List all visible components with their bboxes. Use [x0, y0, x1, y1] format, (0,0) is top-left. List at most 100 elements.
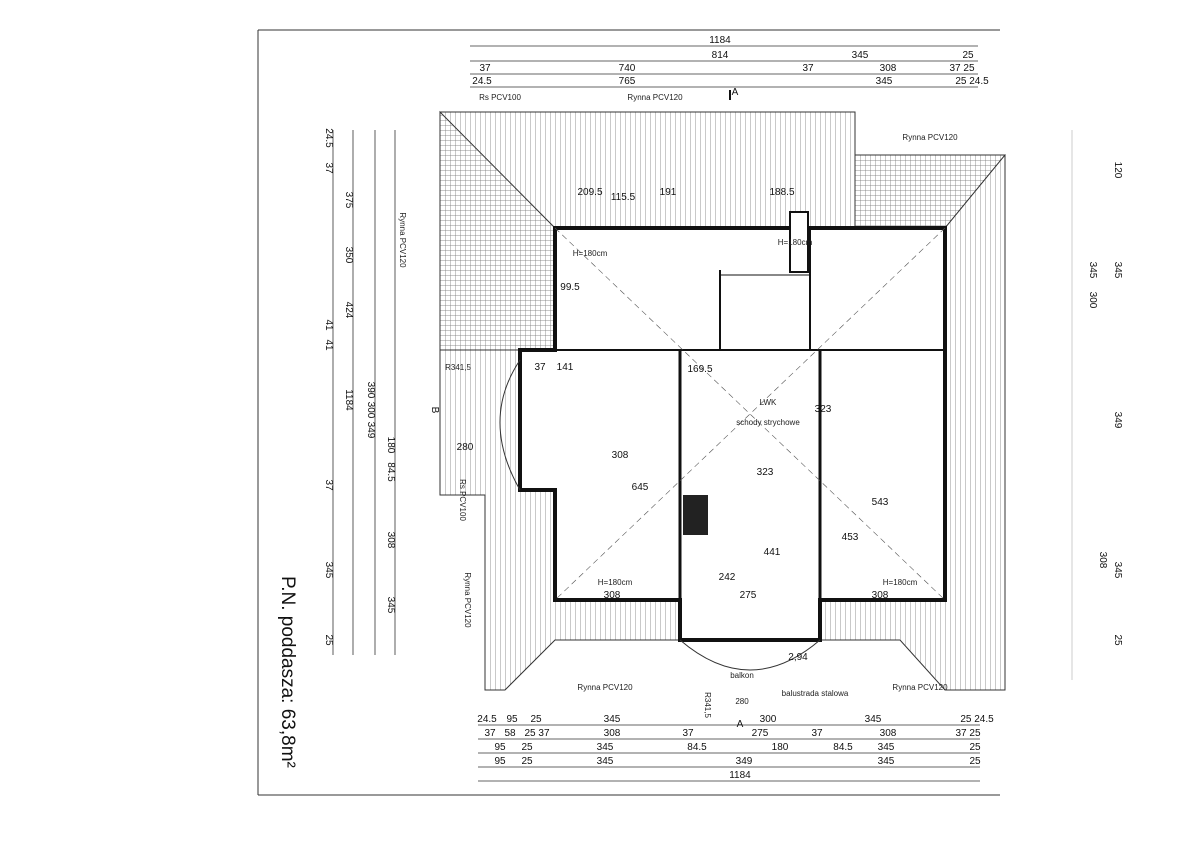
- dimension-label: 37: [479, 63, 491, 74]
- dimension-label: 308: [385, 532, 396, 549]
- dimension-label: 1184: [343, 389, 354, 411]
- room-dimension-label: 275: [740, 590, 757, 601]
- dimension-label: 345: [876, 76, 893, 87]
- dimension-label: 41: [323, 339, 334, 351]
- dimension-label: 349: [1112, 412, 1123, 429]
- dimension-label: 345: [1087, 262, 1098, 279]
- balcony-label: balkon: [730, 671, 754, 680]
- floor-area-title: P.N. poddasza: 63,8m²: [272, 576, 302, 810]
- height-2-label: H=180cm: [778, 238, 813, 247]
- gutter-top-right-label: Rynna PCV120: [902, 133, 958, 142]
- room-dimension-label: 99.5: [560, 282, 580, 293]
- dimension-label: 25: [1112, 634, 1123, 646]
- room-dimension-label: 645: [632, 482, 649, 493]
- dimension-label: 25: [521, 756, 533, 767]
- height-3-label: H=180cm: [598, 578, 633, 587]
- dimension-label: 25: [530, 714, 542, 725]
- dimension-label: 308: [604, 728, 621, 739]
- dimension-label: 84.5: [687, 742, 707, 753]
- height-1-label: H=180cm: [573, 249, 608, 258]
- dimension-label: 25: [969, 742, 981, 753]
- dimension-label: 375: [343, 192, 354, 209]
- gutter-left-label: Rynna PCV120: [398, 212, 407, 268]
- dimension-label: 95: [494, 756, 506, 767]
- gutter-left-top-label: Rs PCV100: [479, 93, 521, 102]
- dimension-label: 345: [385, 597, 396, 614]
- dimension-label: 1184: [709, 35, 731, 46]
- dimension-label: 25: [969, 756, 981, 767]
- section-b-label: B: [429, 407, 440, 414]
- dimension-label: 25: [962, 50, 974, 61]
- dimension-label: 349: [736, 756, 753, 767]
- dimension-label: 24.5: [323, 128, 334, 148]
- room-dimension-label: 323: [757, 467, 774, 478]
- dimension-label: 345: [865, 714, 882, 725]
- dimension-label: 390: [365, 382, 376, 399]
- dimension-label: 25: [323, 634, 334, 646]
- room-dimension-label: 308: [612, 450, 629, 461]
- room-dimension-label: 453: [842, 532, 859, 543]
- dimension-label: 84.5: [385, 462, 396, 482]
- dimension-label: 275: [752, 728, 769, 739]
- dimension-label: 120: [1112, 162, 1123, 179]
- dimension-label: 350: [343, 247, 354, 264]
- stairs-label: schody strychowe: [736, 418, 800, 427]
- dimension-label: 25: [521, 742, 533, 753]
- room-dimension-label: 280: [457, 442, 474, 453]
- room-dimension-label: 308: [872, 590, 889, 601]
- section-a-bottom-label: A: [737, 719, 744, 730]
- dimension-label: 308: [1097, 552, 1108, 569]
- room-dimension-label: 169.5: [687, 364, 712, 375]
- dimension-label: 95: [494, 742, 506, 753]
- dimension-label: 180: [385, 437, 396, 454]
- dimension-label: 345: [597, 756, 614, 767]
- room-dimension-label: 188.5: [769, 187, 794, 198]
- dimension-label: 300: [760, 714, 777, 725]
- dimension-label: 58: [504, 728, 516, 739]
- dimension-label: 814: [712, 50, 729, 61]
- dimension-label: 345: [1112, 262, 1123, 279]
- dimension-label: 25 37: [524, 728, 549, 739]
- dimension-label: 95: [506, 714, 518, 725]
- height-4-label: H=180cm: [883, 578, 918, 587]
- radius-left-label: R341,5: [445, 363, 471, 372]
- room-dimension-label: 2,94: [788, 652, 808, 663]
- radius-bottom-label: R341,5: [703, 692, 712, 718]
- dimension-label: 308: [880, 63, 897, 74]
- dimension-label: 25 24.5: [955, 76, 989, 87]
- room-dimension-label: 141: [557, 362, 574, 373]
- floor-area-text: P.N. poddasza: 63,8m²: [277, 576, 298, 768]
- gutter-bottom-left-label: Rynna PCV120: [577, 683, 633, 692]
- dimension-label: 345: [597, 742, 614, 753]
- dimension-label: 349: [365, 422, 376, 439]
- dimension-label: 180: [772, 742, 789, 753]
- dimension-label: 37: [811, 728, 823, 739]
- section-a-top-label: A: [732, 87, 739, 98]
- gutter-left-low-label: Rynna PCV120: [463, 572, 472, 628]
- gutter-top-label: Rynna PCV120: [627, 93, 683, 102]
- dimension-label: 41: [323, 319, 334, 331]
- dimension-label: 308: [880, 728, 897, 739]
- dimension-label: 765: [619, 76, 636, 87]
- dimension-label: 1184: [729, 770, 751, 781]
- lwk-label: LWK: [760, 398, 777, 407]
- room-dimension-label: 543: [872, 497, 889, 508]
- dimension-label: 37: [323, 479, 334, 491]
- dimension-label: 424: [343, 302, 354, 319]
- dimension-label: 24.5: [472, 76, 492, 87]
- room-dimension-label: 209.5: [577, 187, 602, 198]
- dimension-label: 345: [852, 50, 869, 61]
- dimension-label: 345: [323, 562, 334, 579]
- dimension-label: 345: [1112, 562, 1123, 579]
- dimension-label: 37 25: [949, 63, 974, 74]
- dimension-label: 24.5: [477, 714, 497, 725]
- room-dimension-label: 441: [764, 547, 781, 558]
- dimension-label: 37: [484, 728, 496, 739]
- dimension-label: 345: [604, 714, 621, 725]
- building-walls: [499, 90, 947, 671]
